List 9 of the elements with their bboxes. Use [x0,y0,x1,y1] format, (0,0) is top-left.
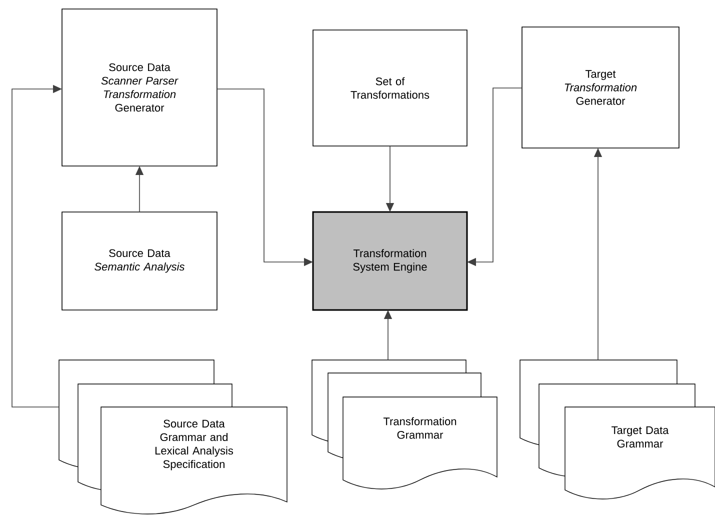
engine-box: Transformation System Engine [312,211,468,311]
document-stack: Transformation Grammar [312,360,498,490]
process-box: Target Transformation Generator [522,26,680,148]
process-box: Source Data Semantic Analysis [62,212,218,310]
process-box: Set of Transformations [312,30,468,146]
document-stack: Source Data Grammar and Lexical Analysis Specification [58,360,288,514]
document-stack: Target Data Grammar [520,360,715,500]
process-box: Source Data Scanner Parser Transformation Generator [62,8,218,166]
node-label: Source Data Grammar and Lexical Analysis Specification [155,420,234,470]
